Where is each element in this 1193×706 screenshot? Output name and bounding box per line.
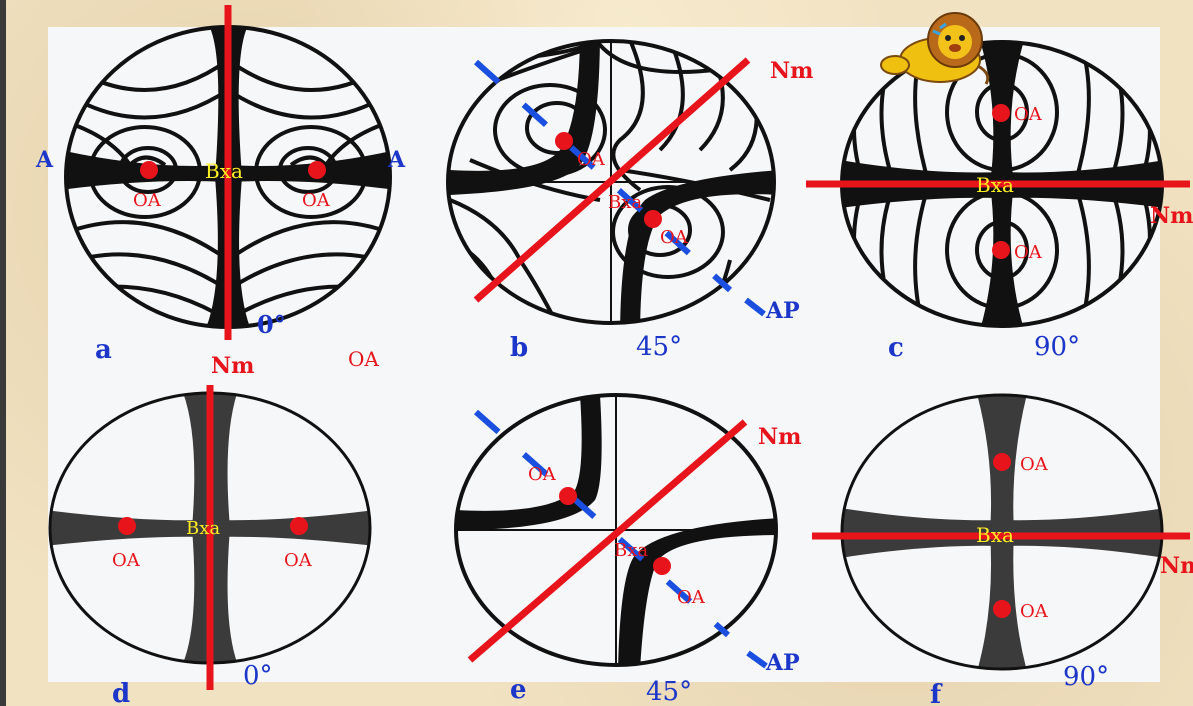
panel-e-nm-label: Nm [758,424,801,450]
panel-d-letter: d [112,679,130,706]
panel-b-oa-dot-1 [555,132,573,150]
panel-e: OA OA Bxa Nm AP 45° e [454,393,801,706]
panel-c-oa-dot-top [992,104,1010,122]
panel-c-nm-label: Nm [1150,203,1193,229]
lion-icon [880,12,990,85]
panel-c-oa-label-bottom: OA [1014,242,1043,263]
panel-b-oa-dot-2 [644,210,662,228]
panel-e-bxa-label: Bxa [614,540,648,561]
panel-a: Bxa OA OA A A 0° a Nm OA [35,5,406,379]
panel-d: Bxa OA OA 0° d [48,385,372,706]
panel-b-bxa-label: Bxa [608,192,642,213]
panel-d-oa-label-right: OA [284,550,313,571]
panel-e-angle: 45° [646,677,692,706]
panel-f-letter: f [930,680,943,706]
panel-a-letter: a [95,335,112,365]
panel-f-circle [840,393,1164,671]
panel-b: OA OA Bxa Nm AP 45° b [446,39,813,363]
panel-e-oa-label-1: OA [528,464,557,485]
panel-b-ap-line [473,59,733,293]
panel-f-oa-label-bottom: OA [1020,601,1049,622]
panel-b-nm-label: Nm [770,58,813,84]
panel-c: OA OA Bxa Nm 90° c [806,12,1193,363]
panel-a-oa-dot-right [308,161,326,179]
panel-b-oa-label-2: OA [660,227,689,248]
panel-f-oa-dot-top [993,453,1011,471]
panel-e-ap-line [474,409,730,638]
panel-c-oa-label-top: OA [1014,104,1043,125]
panel-b-angle: 45° [636,332,682,362]
panel-f-bxa-label: Bxa [976,523,1014,547]
panel-b-ap-tick [744,297,766,317]
panel-a-a-label-right: A [387,147,406,173]
panel-e-fringes [456,395,776,665]
panel-a-oa-label-right: OA [302,190,331,211]
panel-b-ap-label: AP [765,298,800,324]
panel-a-oa-label-left: OA [133,190,162,211]
panel-e-letter: e [510,675,527,705]
panel-f-angle: 90° [1063,662,1109,692]
panel-e-ap-tick [746,650,768,669]
panel-a-angle: 0° [257,310,286,339]
panel-e-oa-dot-1 [559,487,577,505]
panel-d-oa-dot-right [290,517,308,535]
left-border [0,0,6,706]
panel-e-oa-dot-2 [653,557,671,575]
panel-b-oa-label-1: OA [577,149,606,170]
panel-d-angle: 0° [243,661,273,691]
panel-f-oa-dot-bottom [993,600,1011,618]
panel-d-oa-label-left: OA [112,550,141,571]
panel-c-angle: 90° [1034,332,1080,362]
panel-f: OA OA Bxa Nm 90° f [812,393,1193,706]
panel-a-nm-label: Nm [211,353,254,379]
panel-a-bxa-label: Bxa [205,159,243,183]
panel-b-letter: b [510,333,528,363]
panel-d-bxa-label: Bxa [186,518,220,539]
panel-e-nm-axis [467,419,748,663]
panel-e-ap-label: AP [765,650,800,676]
panel-c-letter: c [888,333,904,363]
panel-d-oa-dot-left [118,517,136,535]
panel-a-a-label-left: A [35,147,54,173]
panel-b-nm-axis [473,57,751,303]
panel-f-nm-label: Nm [1160,553,1193,579]
panel-a-oa-label-free: OA [348,347,379,371]
panel-e-oa-label-2: OA [677,587,706,608]
panel-c-bxa-label: Bxa [976,173,1014,197]
panel-f-oa-label-top: OA [1020,454,1049,475]
panel-a-oa-dot-left [140,161,158,179]
panel-c-oa-dot-bottom [992,241,1010,259]
